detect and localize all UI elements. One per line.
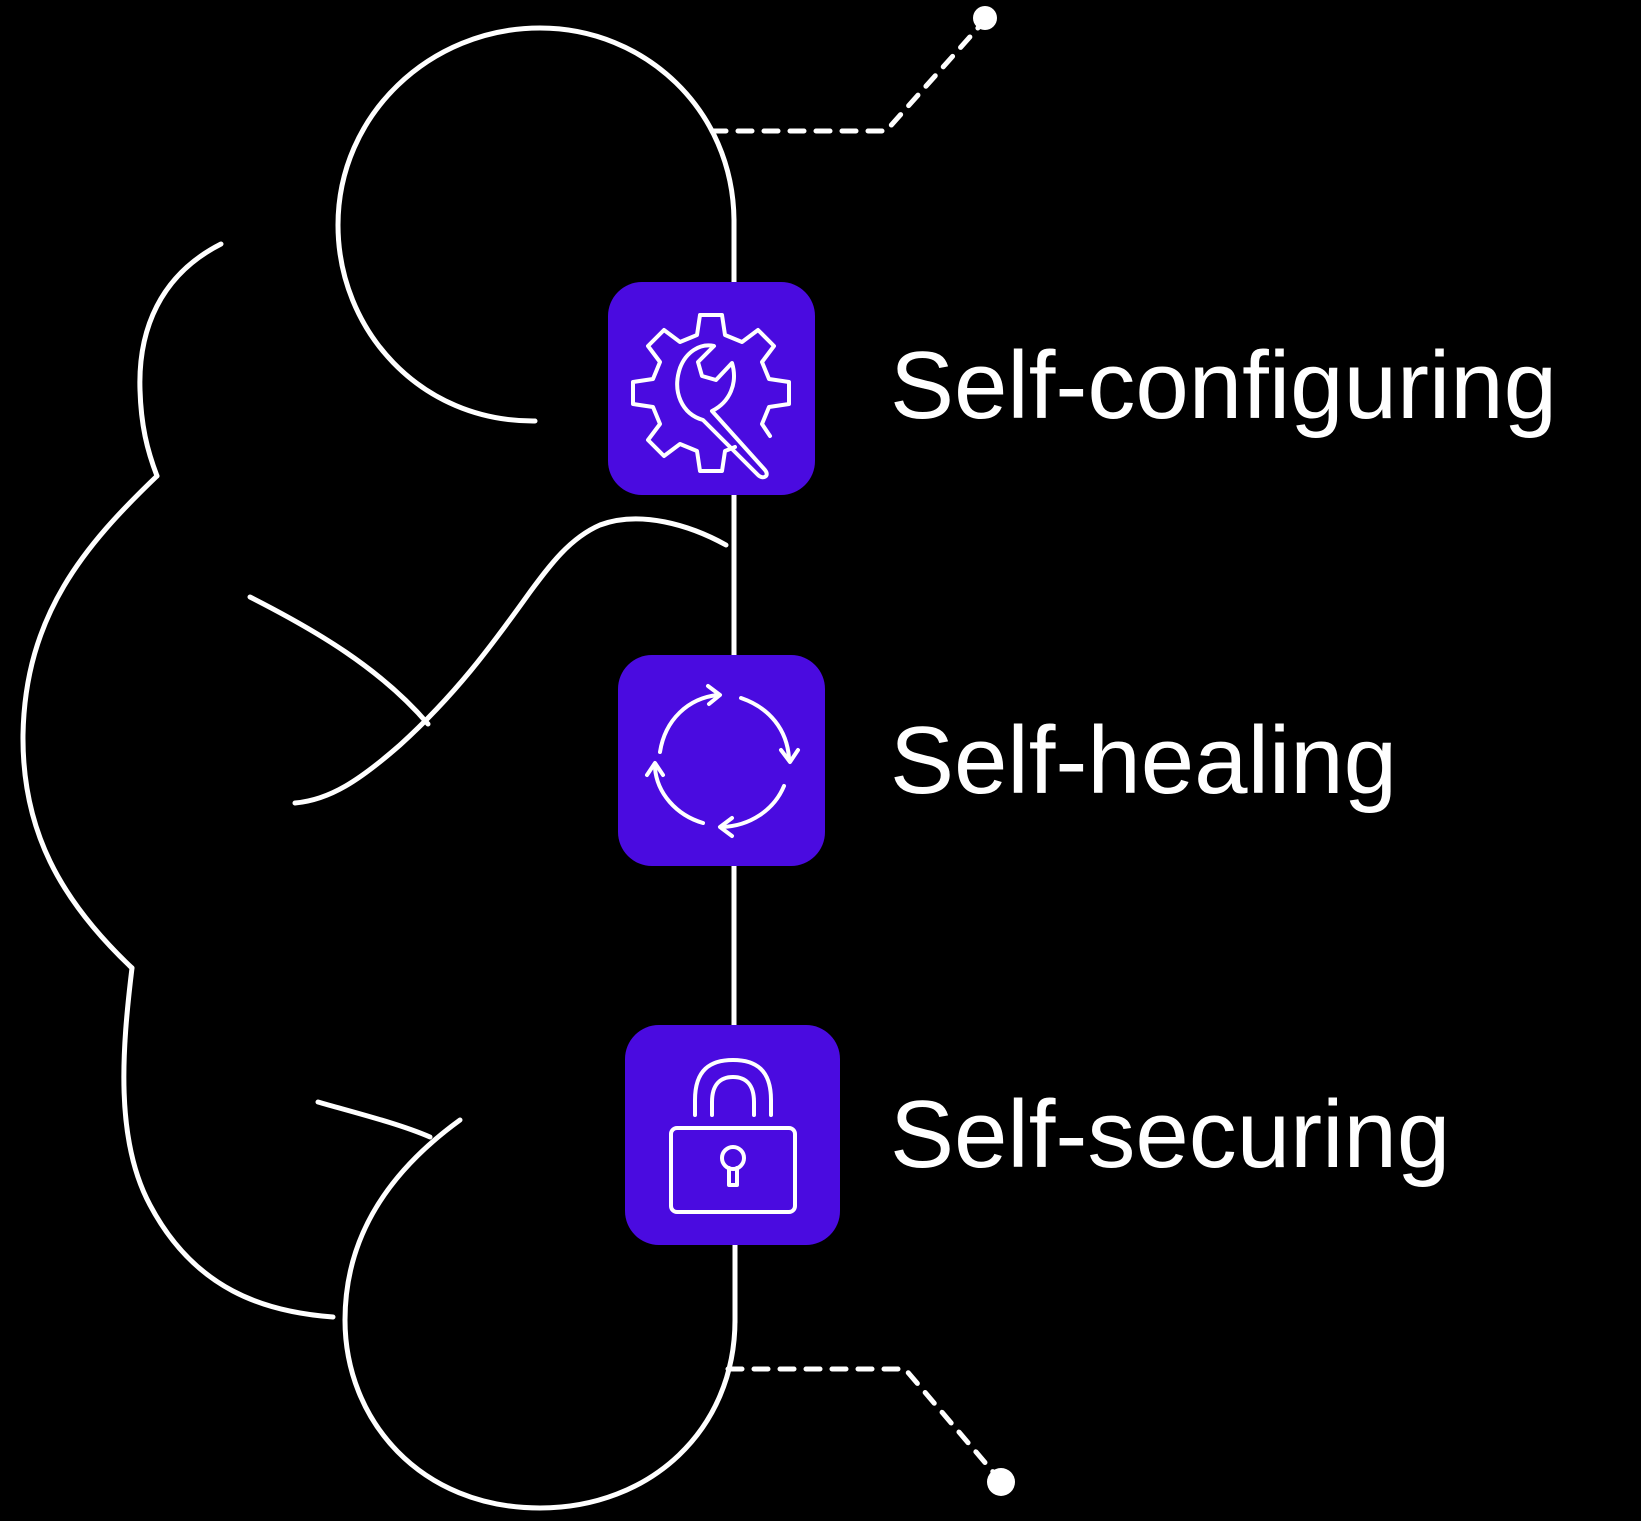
connector-bottom-dot xyxy=(987,1468,1015,1496)
brain-left-bulge xyxy=(20,473,160,971)
spine-line xyxy=(731,217,738,1325)
connector-top-dot xyxy=(973,6,997,30)
self-securing-label: Self-securing xyxy=(890,1081,1450,1188)
self-healing-label: Self-healing xyxy=(890,707,1397,814)
brain-lower-left-curve xyxy=(121,965,336,1320)
connector-top xyxy=(709,6,997,134)
self-configuring-label: Self-configuring xyxy=(890,332,1557,439)
self-healing-tile xyxy=(618,655,825,866)
feature-self-securing: Self-securing xyxy=(625,1025,1450,1245)
feature-self-healing: Self-healing xyxy=(618,655,1397,866)
feature-self-configuring: Self-configuring xyxy=(608,282,1557,495)
brain-lower-crease xyxy=(315,1099,433,1140)
brain-middle-fold xyxy=(292,516,729,806)
brain-upper-left-curve xyxy=(137,241,224,479)
brain-outline xyxy=(20,25,738,1511)
brain-bottom-lobe xyxy=(342,1117,738,1511)
connector-bottom-dashed-line xyxy=(725,1366,1003,1483)
connector-top-dashed-line xyxy=(709,17,988,134)
gear-wrench-icon xyxy=(631,313,791,480)
padlock-icon xyxy=(669,1058,797,1214)
connector-bottom xyxy=(725,1366,1015,1496)
brain-top-lobe xyxy=(335,25,737,424)
self-securing-tile xyxy=(625,1025,840,1245)
refresh-cycle-icon xyxy=(645,684,800,838)
brain-middle-crease xyxy=(247,594,431,727)
